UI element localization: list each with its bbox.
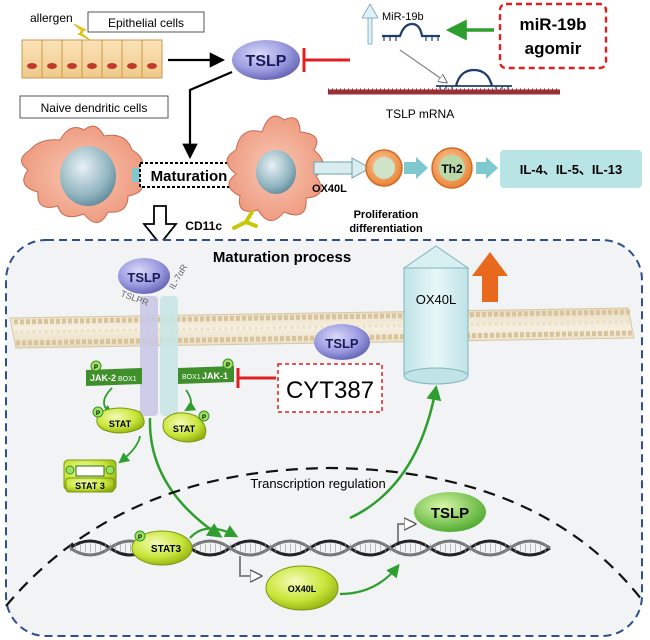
agomir-line2: agomir <box>525 39 582 58</box>
maturation-label: Maturation <box>151 168 228 185</box>
tslp-to-maturation-arrow <box>182 70 233 160</box>
cytokine-label: IL-4、IL-5、IL-13 <box>520 162 623 177</box>
jak1-to-stat-arrow <box>184 389 197 412</box>
t-cell-nucleus <box>373 157 395 179</box>
mir19b-small: MiR-19b <box>361 3 440 45</box>
ox40l-transcription-arrow <box>239 556 260 576</box>
stat-left-protein <box>92 406 145 434</box>
epithelial-cells <box>21 39 163 79</box>
ox40l-to-tslp-arrow <box>339 563 400 596</box>
tslp-top-ellipse <box>232 40 300 80</box>
allergen-label: allergen <box>30 11 73 25</box>
stat3-dimer-label: STAT 3 <box>75 481 105 491</box>
p-stat-left: P <box>96 411 100 417</box>
tslp-nucleus-label: TSLP <box>431 505 469 522</box>
ox40l-nucleus-ellipse <box>265 565 339 611</box>
ox40l-arrow <box>313 157 372 179</box>
p-jak1: P <box>226 363 230 369</box>
inhibition-tslp <box>302 48 350 72</box>
upregulation-arrow <box>472 252 508 302</box>
cd11c-receptor-icon <box>232 210 258 230</box>
nuclear-envelope <box>5 466 643 607</box>
tslp-top-label: TSLP <box>246 53 287 70</box>
ox40l-channel <box>402 245 470 385</box>
transcription-regulation-arrow <box>349 385 442 520</box>
stat-to-dimer-arrow <box>118 435 141 464</box>
p-jak2: P <box>94 365 98 371</box>
cyt387-label: CYT387 <box>286 377 374 404</box>
tslp-mrna-label: TSLP mRNA <box>386 107 454 121</box>
proliferation-label-1: Proliferation <box>354 209 419 221</box>
mir-binding-arrow <box>399 49 446 82</box>
transcription-regulation-label: Transcription regulation <box>250 476 385 491</box>
tslpr-chain <box>140 296 158 416</box>
stat-right-protein <box>162 410 210 443</box>
tslp-bound-ellipse <box>118 258 170 294</box>
th2-nucleus <box>439 155 465 181</box>
stat-to-nucleus-arrow <box>148 417 223 538</box>
agomir-box <box>498 2 608 70</box>
epithelial-cells-box <box>87 11 205 33</box>
maturation-process-title: Maturation process <box>213 249 351 266</box>
tslp-transcription-arrow <box>397 524 414 542</box>
box1-left-label: BOX1 <box>118 376 137 383</box>
inhibition-jak <box>236 368 276 388</box>
ox40l-channel-label: OX40L <box>416 292 456 307</box>
jak1-label: JAK-1 <box>202 371 228 381</box>
tslp-bound-label: TSLP <box>127 270 161 285</box>
th2-to-cytokines-arrow <box>476 157 498 179</box>
tslp-mrna-strand <box>328 68 560 95</box>
tcell-to-th2-arrow <box>404 157 428 179</box>
tslp-membrane-ellipse <box>314 324 370 360</box>
jak1-protein <box>178 358 234 384</box>
tslp-membrane-label: TSLP <box>325 336 359 351</box>
cyt387-box <box>277 363 383 413</box>
mature-dc-nucleus <box>256 150 296 194</box>
naive-dc-nucleus <box>60 146 116 206</box>
jak2-protein <box>86 360 142 386</box>
cd11c-label: CD11c <box>185 219 222 233</box>
p-stat3-nucleus: P <box>138 535 142 541</box>
jak2-label: JAK-2 <box>90 373 116 383</box>
th2-label: Th2 <box>441 162 463 176</box>
tslp-nucleus-ellipse <box>414 492 486 532</box>
mir19b-small-label: MiR-19b <box>382 11 424 23</box>
p-circle-stat3-nucleus <box>134 530 146 542</box>
lightning-icon <box>73 23 91 41</box>
epithelial-cells-label: Epithelial cells <box>108 16 184 30</box>
ox40l-top-label: OX40L <box>312 183 347 195</box>
stat-right-label: STAT <box>173 424 196 434</box>
ox40l-nucleus-label: OX40L <box>288 584 317 594</box>
naive-dc-box <box>19 95 169 119</box>
il7ar-chain <box>160 296 178 416</box>
stat3-nucleus-ellipse <box>131 530 193 566</box>
hollow-down-arrow <box>142 205 178 246</box>
cytokine-box <box>500 150 642 188</box>
agomir-line1: miR-19b <box>519 15 586 34</box>
stat3-to-dna-arrow <box>189 525 239 539</box>
stat3-dimer <box>63 459 117 493</box>
p-stat-right: P <box>202 415 206 421</box>
naive-dc-label: Naive dendritic cells <box>41 101 148 115</box>
stat3-nucleus-label: STAT3 <box>151 544 182 555</box>
proliferation-label-2: differentiation <box>349 223 423 235</box>
stat-left-label: STAT <box>109 419 132 429</box>
box1-right-label: BOX1 <box>182 374 201 381</box>
